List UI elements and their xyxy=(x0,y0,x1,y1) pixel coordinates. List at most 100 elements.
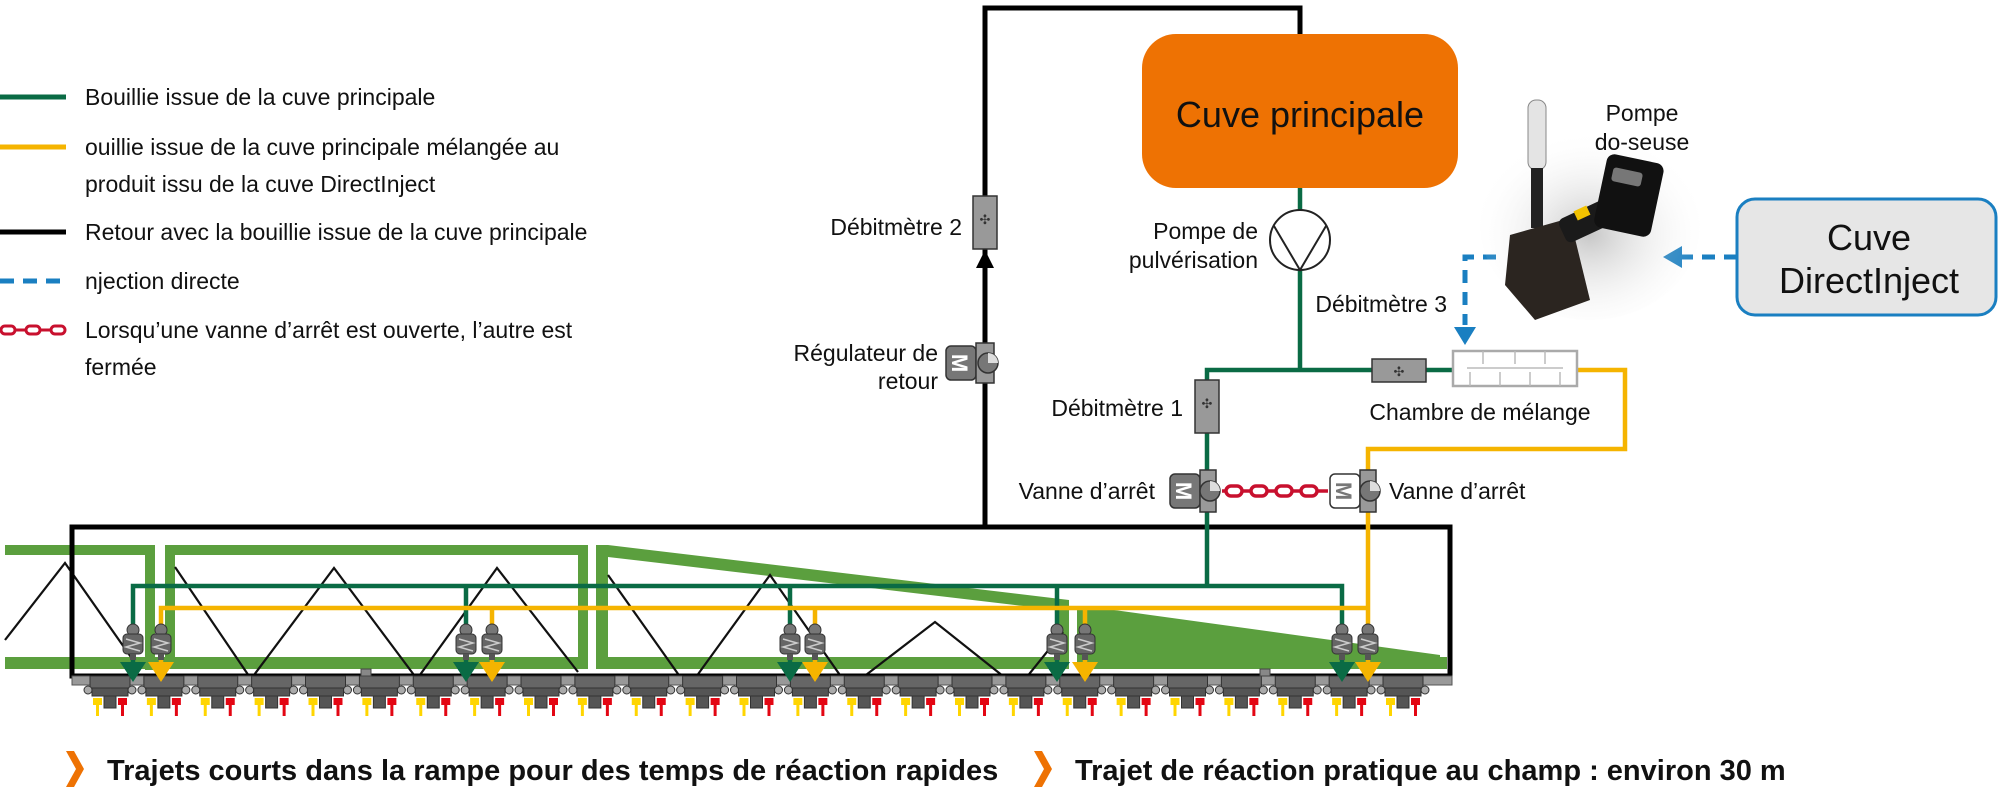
nozzle xyxy=(837,675,891,716)
nozzle xyxy=(676,675,730,716)
nozzle xyxy=(1214,675,1268,716)
svg-text:M: M xyxy=(1331,482,1356,500)
svg-text:M: M xyxy=(1171,482,1196,500)
feed-points xyxy=(120,623,1381,682)
nozzle xyxy=(891,675,945,716)
feed-valve-green xyxy=(777,623,803,682)
feed-valve-yellow xyxy=(1355,623,1381,682)
flowmeter-3: ✣ Débitmètre 3 xyxy=(1315,291,1447,383)
return-regulator: M Régulateur de retour xyxy=(794,340,999,394)
nozzle xyxy=(783,675,837,716)
nozzle xyxy=(352,675,406,716)
flowmeter-fan-icon: ✣ xyxy=(980,212,991,227)
flowmeter-3-label: Débitmètre 3 xyxy=(1315,291,1447,317)
spray-pump: Pompe de pulvérisation xyxy=(1129,209,1331,273)
caption-bullet-icon xyxy=(66,751,84,787)
flowmeter-1-label: Débitmètre 1 xyxy=(1051,395,1183,421)
spray-pump-label: pulvérisation xyxy=(1129,247,1258,273)
legend-swatch-chain xyxy=(0,324,67,336)
flow-arrow-down-icon xyxy=(1044,662,1070,682)
caption-left-text: Trajets courts dans la rampe pour des te… xyxy=(107,755,998,787)
nozzle xyxy=(999,675,1053,716)
legend-label: Lorsqu’une vanne d’arrêt est ouverte, l’… xyxy=(85,317,573,343)
feed-valve-green xyxy=(1329,623,1355,682)
caption-right: Trajet de réaction pratique au champ : e… xyxy=(1034,751,1786,787)
directinject-tank-label: Cuve xyxy=(1827,217,1911,258)
flow-arrow-down-icon xyxy=(802,662,828,682)
flow-arrow-down-icon xyxy=(479,662,505,682)
nozzle xyxy=(460,675,514,716)
caption-right-text: Trajet de réaction pratique au champ : e… xyxy=(1075,755,1786,787)
legend-label: produit issu de la cuve DirectInject xyxy=(85,171,436,197)
legend-label: njection directe xyxy=(85,268,240,294)
flowmeter-fan-icon: ✣ xyxy=(1202,396,1213,411)
feed-valve-yellow xyxy=(802,623,828,682)
return-flow-arrow-icon xyxy=(976,250,994,268)
flow-arrow-down-icon xyxy=(1329,662,1355,682)
main-tank: Cuve principale xyxy=(1142,34,1458,188)
dosing-pump-label: do-seuse xyxy=(1595,129,1690,155)
dosing-pump: Pompe do-seuse xyxy=(1480,99,1700,320)
feed-valve-green xyxy=(1044,623,1070,682)
legend-item-blue: njection directe xyxy=(0,268,240,294)
mixing-chamber: Chambre de mélange xyxy=(1369,349,1591,425)
nozzle xyxy=(299,675,352,716)
feed-valve-green xyxy=(120,623,146,682)
directinject-tank-label: DirectInject xyxy=(1779,260,1959,301)
flowmeter-fan-icon: ✣ xyxy=(1394,364,1405,379)
nozzle xyxy=(622,675,676,716)
mixing-chamber-label: Chambre de mélange xyxy=(1369,399,1590,425)
main-tank-label: Cuve principale xyxy=(1176,94,1424,135)
svg-text:M: M xyxy=(947,354,972,372)
nozzle xyxy=(730,675,783,716)
legend-label: fermée xyxy=(85,354,157,380)
feed-valve-green xyxy=(453,623,479,682)
dosing-pump-label: Pompe xyxy=(1606,100,1679,126)
legend: Bouillie issue de la cuve principale oui… xyxy=(0,84,587,380)
caption-bullet-icon xyxy=(1034,751,1052,787)
flowmeter-2: ✣ Débitmètre 2 xyxy=(830,195,998,250)
spray-pump-label: Pompe de xyxy=(1153,218,1258,244)
return-regulator-label: retour xyxy=(878,368,938,394)
shutoff-valve-left-label: Vanne d’arrêt xyxy=(1019,478,1156,504)
legend-item-green: Bouillie issue de la cuve principale xyxy=(0,84,435,110)
flow-arrow-down-icon xyxy=(1355,662,1381,682)
flow-arrow-down-icon xyxy=(120,662,146,682)
flow-arrow-down-icon xyxy=(148,662,174,682)
nozzle xyxy=(191,675,245,716)
nozzle xyxy=(514,675,568,716)
pipe-fitting xyxy=(1259,668,1271,677)
legend-label: Retour avec la bouillie issue de la cuve… xyxy=(85,219,587,245)
directinject-tank: Cuve DirectInject xyxy=(1735,197,1998,317)
nozzle xyxy=(1161,675,1214,716)
shutoff-valve-right-label: Vanne d’arrêt xyxy=(1389,478,1526,504)
nozzle xyxy=(83,675,137,716)
legend-item-chain: Lorsqu’une vanne d’arrêt est ouverte, l’… xyxy=(0,317,573,380)
legend-label: Bouillie issue de la cuve principale xyxy=(85,84,435,110)
nozzle xyxy=(137,675,191,716)
legend-item-black: Retour avec la bouillie issue de la cuve… xyxy=(0,219,587,245)
legend-item-yellow: ouillie issue de la cuve principale méla… xyxy=(0,134,559,197)
nozzle xyxy=(406,675,460,716)
nozzle-row xyxy=(83,668,1430,716)
feed-valve-yellow xyxy=(1072,623,1098,682)
nozzle xyxy=(1376,675,1430,716)
flow-arrow-down-icon xyxy=(1072,662,1098,682)
nozzle xyxy=(945,675,999,716)
flowmeter-2-label: Débitmètre 2 xyxy=(830,214,962,240)
nozzle xyxy=(245,675,299,716)
shutoff-valve-left: M Vanne d’arrêt xyxy=(1019,469,1221,513)
nozzle xyxy=(1107,675,1161,716)
dosing-pump-image xyxy=(1505,99,1664,320)
flow-arrow-down-icon xyxy=(777,662,803,682)
injection-arrow-down-icon xyxy=(1454,327,1476,345)
return-regulator-label: Régulateur de xyxy=(794,340,939,366)
nozzle xyxy=(1268,675,1322,716)
nozzle xyxy=(1053,675,1107,716)
legend-label: ouillie issue de la cuve principale méla… xyxy=(85,134,559,160)
pipe-fitting xyxy=(360,668,372,677)
flowmeter-1: ✣ Débitmètre 1 xyxy=(1051,379,1220,434)
spray-pump-icon xyxy=(1269,209,1331,271)
caption-left: Trajets courts dans la rampe pour des te… xyxy=(66,751,998,787)
